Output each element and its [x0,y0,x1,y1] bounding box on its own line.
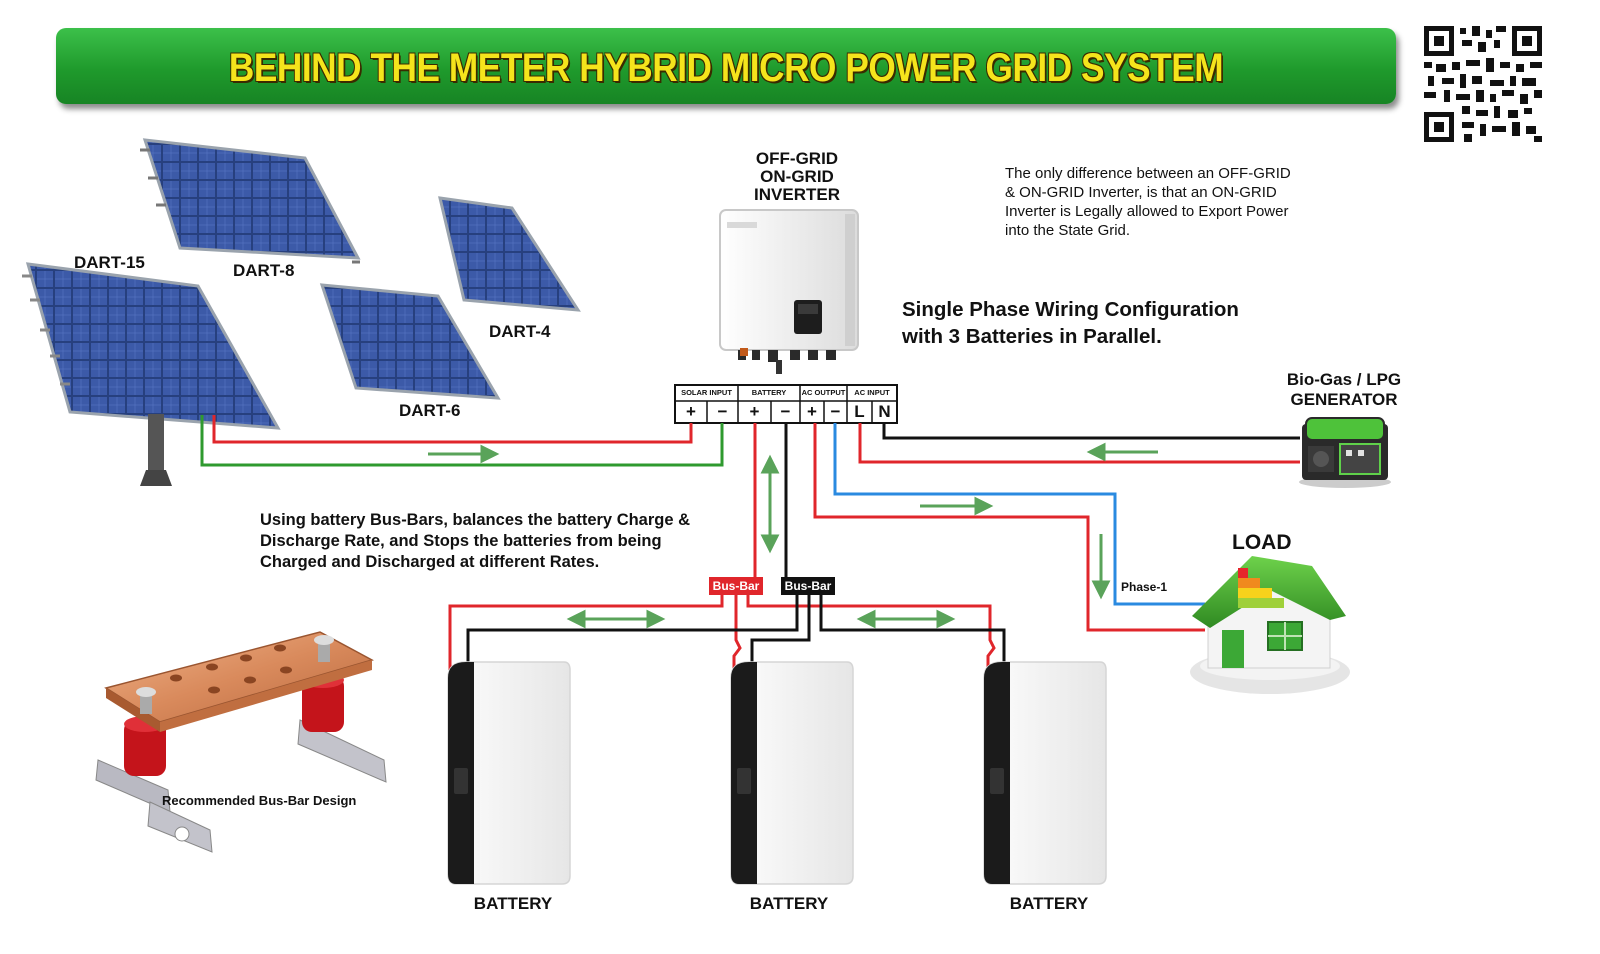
terminal-battery-minus: − [780,402,791,421]
terminal-battery-plus: + [749,402,760,421]
battery-label-2: BATTERY [749,894,829,913]
battery-label-1: BATTERY [473,894,553,913]
terminal-ac-out-plus: + [807,402,817,421]
panel-label-dart-4: DART-4 [489,322,551,341]
solar-panel-icon [22,138,581,486]
busbar-icon [95,631,387,853]
terminal-solar-minus: − [717,402,728,421]
busbar-note: Using battery Bus-Bars, balances the bat… [260,511,691,571]
phase-label: Phase-1 [1121,580,1168,594]
inverter-label: OFF-GRID ON-GRID INVERTER [754,149,840,204]
terminal-solar-plus: + [686,402,696,421]
busbar-design-caption: Recommended Bus-Bar Design [162,793,357,808]
terminal-group-ac-output: AC OUTPUT [801,388,846,397]
busbar-positive-label: Bus-Bar [712,579,760,593]
terminal-ac-in-l: L [854,402,865,421]
wires [200,415,1300,670]
terminal-ac-out-minus: − [830,402,841,421]
busbar-negative [781,577,835,595]
config-heading: Single Phase Wiring Configuration with 3… [902,298,1239,348]
inverter-difference-note: The only difference between an OFF-GRID … [1005,165,1291,239]
panel-label-dart-8: DART-8 [233,261,295,280]
flow-arrow-icon [428,442,1158,629]
terminal-group-ac-input: AC INPUT [854,388,890,397]
house-icon [1190,556,1350,694]
terminal-ac-in-n: N [878,402,891,421]
inverter-icon [719,209,859,374]
load-label: LOAD [1232,531,1292,554]
terminal-group-solar: SOLAR INPUT [681,388,732,397]
battery-icon [447,661,1107,885]
panel-label-dart-6: DART-6 [399,401,461,420]
busbar-positive [709,577,763,595]
generator-label: Bio-Gas / LPG GENERATOR [1286,370,1402,409]
terminal-group-battery: BATTERY [751,388,787,397]
title-banner [56,28,1396,104]
terminal-block [674,384,898,424]
busbar-negative-label: Bus-Bar [784,579,832,593]
page-title: BEHIND THE METER HYBRID MICRO POWER GRID… [228,46,1224,90]
generator-icon [1299,417,1391,488]
battery-label-3: BATTERY [1009,894,1089,913]
panel-label-dart-15: DART-15 [74,253,145,272]
